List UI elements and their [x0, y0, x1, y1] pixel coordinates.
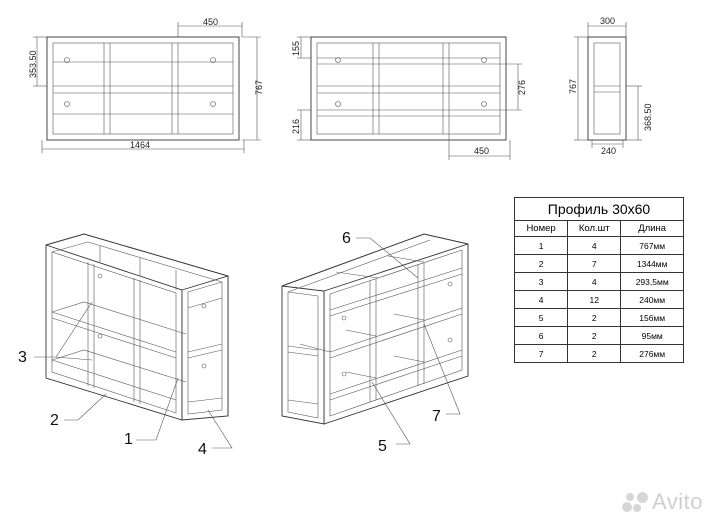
back-elevation: 155 216 276 450: [291, 36, 527, 160]
dim-back-top-gap: 155: [291, 41, 301, 56]
table-row: 5 2 156мм: [513, 308, 684, 327]
callouts: 3 2 1 4 6 5 7: [18, 230, 461, 458]
table-row: 6 2 95мм: [513, 326, 684, 345]
cell-number: 2: [513, 254, 569, 273]
table-row: 7 2 276мм: [513, 344, 684, 363]
cell-number: 4: [513, 290, 569, 309]
avito-logo-icon: [622, 490, 648, 516]
callout-7: 7: [432, 408, 441, 425]
callout-4: 4: [198, 441, 207, 458]
cell-quantity: 12: [567, 290, 622, 309]
cell-length: 1344мм: [620, 254, 684, 273]
table-row: 1 4 767мм: [513, 236, 684, 255]
watermark-text: Avito: [652, 489, 704, 514]
front-elevation: 450 353.50 767 1464: [28, 17, 264, 153]
cell-length: 95мм: [620, 326, 684, 345]
dim-front-total-height: 767: [254, 80, 264, 95]
table-row: 4 12 240мм: [513, 290, 684, 309]
cell-length: 767мм: [620, 236, 684, 255]
cell-length: 156мм: [620, 308, 684, 327]
callout-3: 3: [18, 349, 27, 366]
side-elevation: 300 767 368.50 240: [568, 16, 653, 156]
cell-length: 240мм: [620, 290, 684, 309]
header-quantity: Кол.шт: [567, 220, 622, 237]
header-length: Длина: [620, 220, 684, 237]
dim-front-width: 1464: [130, 140, 150, 150]
cell-number: 7: [513, 344, 569, 363]
cell-number: 6: [513, 326, 569, 345]
dim-back-bottom-gap: 216: [291, 119, 301, 134]
callout-6: 6: [342, 230, 351, 247]
dim-side-width: 300: [600, 16, 615, 26]
dim-back-middle-gap: 276: [517, 80, 527, 95]
table-row: 3 4 293,5мм: [513, 272, 684, 291]
cell-quantity: 7: [567, 254, 622, 273]
isometric-back-view: [281, 233, 469, 425]
dim-side-base: 240: [601, 146, 616, 156]
dim-back-bottom-span: 450: [474, 146, 489, 156]
dim-side-height: 767: [568, 79, 578, 94]
dim-side-lower-height: 368.50: [643, 103, 653, 131]
profile-spec-table: Профиль 30х60 Номер Кол.шт Длина 1 4 767…: [513, 197, 684, 363]
cell-quantity: 2: [567, 344, 622, 363]
cell-number: 3: [513, 272, 569, 291]
cell-quantity: 2: [567, 326, 622, 345]
cell-length: 276мм: [620, 344, 684, 363]
dim-front-top-span: 450: [203, 17, 218, 27]
isometric-front-view: [45, 233, 229, 421]
cell-length: 293,5мм: [620, 272, 684, 291]
callout-1: 1: [124, 431, 133, 448]
avito-watermark: Avito: [622, 489, 703, 516]
cell-number: 1: [513, 236, 569, 255]
cell-quantity: 2: [567, 308, 622, 327]
callout-2: 2: [50, 412, 59, 429]
cell-quantity: 4: [567, 236, 622, 255]
header-number: Номер: [513, 220, 569, 237]
dim-front-height: 353.50: [28, 50, 38, 78]
spec-table-header: Номер Кол.шт Длина: [513, 220, 684, 237]
table-row: 2 7 1344мм: [513, 254, 684, 273]
callout-5: 5: [378, 438, 387, 455]
spec-table-title: Профиль 30х60: [514, 197, 684, 221]
cell-number: 5: [513, 308, 569, 327]
cell-quantity: 4: [567, 272, 622, 291]
